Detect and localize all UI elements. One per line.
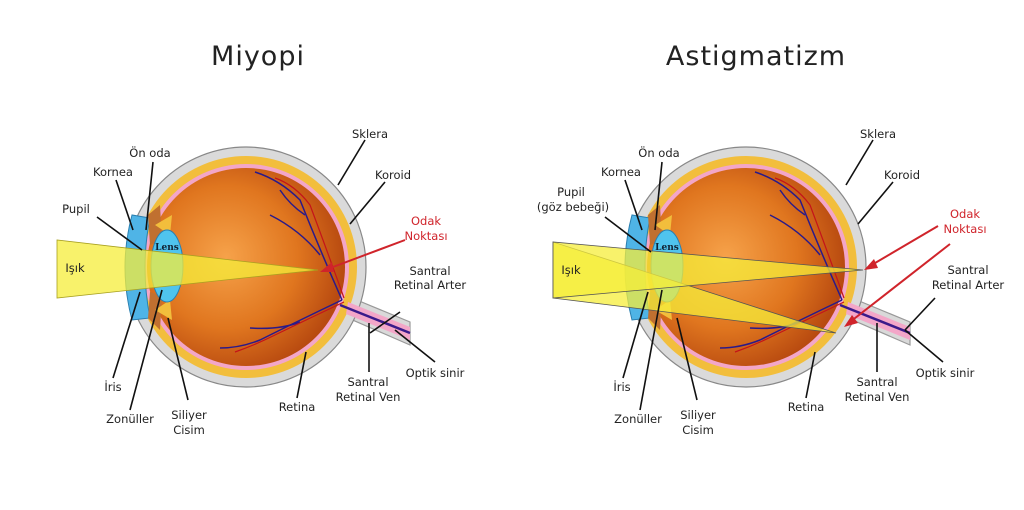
label-sklera: Sklera bbox=[352, 127, 388, 141]
label-ven-1: Santral bbox=[856, 375, 897, 389]
label-retina: Retina bbox=[279, 400, 316, 414]
focus-arrow bbox=[324, 239, 406, 271]
panel-miyopi: Miyopi Lens Işık Sklera Koroid Odak Nokt… bbox=[56, 41, 467, 437]
panel-title: Astigmatizm bbox=[666, 41, 846, 72]
label-isik: Işık bbox=[561, 263, 581, 277]
label-pupil-sub: (göz bebeği) bbox=[537, 200, 609, 214]
label-iris: İris bbox=[104, 379, 121, 394]
label-noktasi: Noktası bbox=[404, 229, 447, 243]
label-pupil: Pupil bbox=[62, 202, 90, 216]
panel-astigmatizm: Astigmatizm Lens Işık Sklera Koroid Odak… bbox=[537, 41, 1005, 437]
leader-lines bbox=[96, 139, 436, 411]
label-ven-1: Santral bbox=[347, 375, 388, 389]
label-isik: Işık bbox=[65, 261, 85, 275]
label-arter-1: Santral bbox=[409, 264, 450, 278]
label-noktasi: Noktası bbox=[943, 222, 986, 236]
label-iris: İris bbox=[613, 379, 630, 394]
leader-lines bbox=[604, 139, 944, 411]
label-kornea: Kornea bbox=[93, 165, 133, 179]
arrow-head-icon bbox=[320, 262, 334, 272]
focus-arrow-2 bbox=[849, 243, 951, 323]
label-koroid: Koroid bbox=[884, 168, 920, 182]
focus-arrow-1 bbox=[869, 225, 939, 267]
label-on-oda: Ön oda bbox=[129, 144, 170, 160]
label-siliyer-2: Cisim bbox=[173, 423, 205, 437]
label-arter-2: Retinal Arter bbox=[932, 278, 1005, 292]
label-zonuller: Zonüller bbox=[106, 412, 154, 426]
label-siliyer-1: Siliyer bbox=[171, 408, 207, 422]
light-beam bbox=[56, 239, 319, 299]
label-arter-2: Retinal Arter bbox=[394, 278, 467, 292]
label-pupil: Pupil bbox=[557, 185, 585, 199]
label-ven-2: Retinal Ven bbox=[336, 390, 401, 404]
label-optik: Optik sinir bbox=[916, 366, 975, 380]
label-zonuller: Zonüller bbox=[614, 412, 662, 426]
label-siliyer-2: Cisim bbox=[682, 423, 714, 437]
panel-title: Miyopi bbox=[211, 41, 305, 72]
label-odak: Odak bbox=[950, 207, 980, 221]
lens-label: Lens bbox=[655, 243, 679, 253]
label-kornea: Kornea bbox=[601, 165, 641, 179]
lens-label: Lens bbox=[155, 243, 179, 253]
light-beam-upper bbox=[552, 241, 864, 299]
label-koroid: Koroid bbox=[375, 168, 411, 182]
label-optik: Optik sinir bbox=[406, 366, 465, 380]
label-arter-1: Santral bbox=[947, 263, 988, 277]
label-retina: Retina bbox=[788, 400, 825, 414]
label-on-oda: Ön oda bbox=[638, 144, 679, 160]
label-siliyer-1: Siliyer bbox=[680, 408, 716, 422]
arrow-head-icon bbox=[864, 259, 878, 270]
label-ven-2: Retinal Ven bbox=[845, 390, 910, 404]
label-odak: Odak bbox=[411, 214, 441, 228]
arrow-head-icon bbox=[844, 315, 858, 327]
label-sklera: Sklera bbox=[860, 127, 896, 141]
